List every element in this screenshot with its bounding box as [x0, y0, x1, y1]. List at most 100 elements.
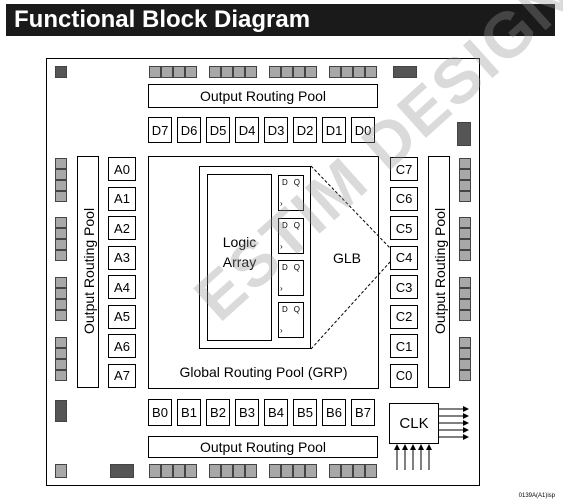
ff-clock-icon: › [280, 284, 283, 293]
pin-d5: D5 [206, 117, 230, 143]
corner-pad-top-right [393, 66, 417, 78]
corner-pad-top-left [55, 66, 67, 78]
bottom-pad-12 [329, 464, 341, 478]
ff-d-label: D [282, 221, 288, 230]
output-routing-pool-right: Output Routing Pool [428, 156, 450, 388]
left-pad-7 [55, 250, 67, 261]
top-pad-9 [281, 66, 293, 78]
right-pad-11 [459, 310, 471, 321]
right-pad-9 [459, 288, 471, 299]
output-routing-pool-top-label: Output Routing Pool [199, 88, 327, 104]
pin-c5: C5 [390, 216, 418, 240]
right-pad-8 [459, 277, 471, 288]
right-pad-7 [459, 250, 471, 261]
pin-d0: D0 [351, 117, 375, 143]
pin-a4: A4 [108, 275, 136, 299]
left-pad-14 [55, 359, 67, 370]
pin-c7: C7 [390, 157, 418, 181]
pin-b7: B7 [351, 399, 375, 426]
bottom-pad-14 [353, 464, 365, 478]
pin-d2: D2 [293, 117, 317, 143]
top-pad-3 [185, 66, 197, 78]
right-pad-13 [459, 348, 471, 359]
top-pad-7 [245, 66, 257, 78]
output-routing-pool-right-label: Output Routing Pool [432, 207, 448, 334]
pin-a2: A2 [108, 216, 136, 240]
pin-a1: A1 [108, 186, 136, 211]
output-routing-pool-left: Output Routing Pool [77, 156, 99, 388]
right-pad-3 [459, 191, 471, 202]
top-pad-6 [233, 66, 245, 78]
left-pad-5 [55, 228, 67, 239]
left-pad-0 [55, 158, 67, 169]
pin-d4: D4 [235, 117, 259, 143]
top-pad-4 [209, 66, 221, 78]
left-pad-3 [55, 191, 67, 202]
pin-c3: C3 [390, 275, 418, 299]
bottom-pad-8 [269, 464, 281, 478]
logic-array-label-line1: Logic [222, 234, 257, 250]
bottom-pad-10 [293, 464, 305, 478]
global-routing-pool-label: Global Routing Pool (GRP) [179, 364, 348, 380]
bottom-pad-5 [221, 464, 233, 478]
top-pad-14 [353, 66, 365, 78]
bottom-pad-1 [161, 464, 173, 478]
output-routing-pool-bottom: Output Routing Pool [148, 436, 378, 458]
left-pad-11 [55, 310, 67, 321]
bottom-pad-13 [341, 464, 353, 478]
pin-b2: B2 [206, 399, 230, 426]
top-pad-5 [221, 66, 233, 78]
top-pad-0 [149, 66, 161, 78]
ff-q-label: Q [293, 305, 300, 314]
bottom-pad-2 [173, 464, 185, 478]
top-pad-15 [365, 66, 377, 78]
left-pad-13 [55, 348, 67, 359]
output-routing-pool-bottom-label: Output Routing Pool [199, 439, 327, 455]
ff-clock-icon: › [280, 326, 283, 335]
ff-d-label: D [282, 305, 288, 314]
bottom-pad-15 [365, 464, 377, 478]
right-pad-0 [459, 158, 471, 169]
pin-b3: B3 [235, 399, 259, 426]
bottom-pad-9 [281, 464, 293, 478]
diagram-title: Functional Block Diagram [6, 4, 555, 36]
clk-label: CLK [399, 415, 429, 432]
top-pad-11 [305, 66, 317, 78]
pin-a3: A3 [108, 245, 136, 270]
clk-block: CLK [389, 403, 439, 444]
top-pad-10 [293, 66, 305, 78]
right-pad-5 [459, 228, 471, 239]
corner-pad-left-lower [55, 400, 67, 422]
pin-c1: C1 [390, 334, 418, 358]
pin-d1: D1 [322, 117, 346, 143]
left-pad-4 [55, 217, 67, 228]
top-pad-12 [329, 66, 341, 78]
pin-a5: A5 [108, 304, 136, 329]
output-routing-pool-left-label: Output Routing Pool [81, 207, 97, 334]
pin-c6: C6 [390, 186, 418, 211]
corner-pad-bottom-left-outer [55, 464, 67, 478]
pin-c4: C4 [390, 245, 418, 270]
ff-clock-icon: › [280, 242, 283, 251]
left-pad-15 [55, 370, 67, 381]
bottom-pad-7 [245, 464, 257, 478]
output-routing-pool-top: Output Routing Pool [148, 84, 378, 108]
right-pad-15 [459, 370, 471, 381]
right-pad-12 [459, 337, 471, 348]
top-pad-13 [341, 66, 353, 78]
ff-d-label: D [282, 178, 288, 187]
right-pad-4 [459, 217, 471, 228]
left-pad-1 [55, 169, 67, 180]
left-pad-12 [55, 337, 67, 348]
corner-pad-bottom-left [110, 464, 134, 478]
ff-q-label: Q [293, 178, 300, 187]
top-pad-1 [161, 66, 173, 78]
bottom-pad-6 [233, 464, 245, 478]
pin-a7: A7 [108, 363, 136, 388]
figure-code: 0139A(A1)isp [518, 493, 555, 499]
pin-d6: D6 [177, 117, 201, 143]
right-pad-2 [459, 180, 471, 191]
